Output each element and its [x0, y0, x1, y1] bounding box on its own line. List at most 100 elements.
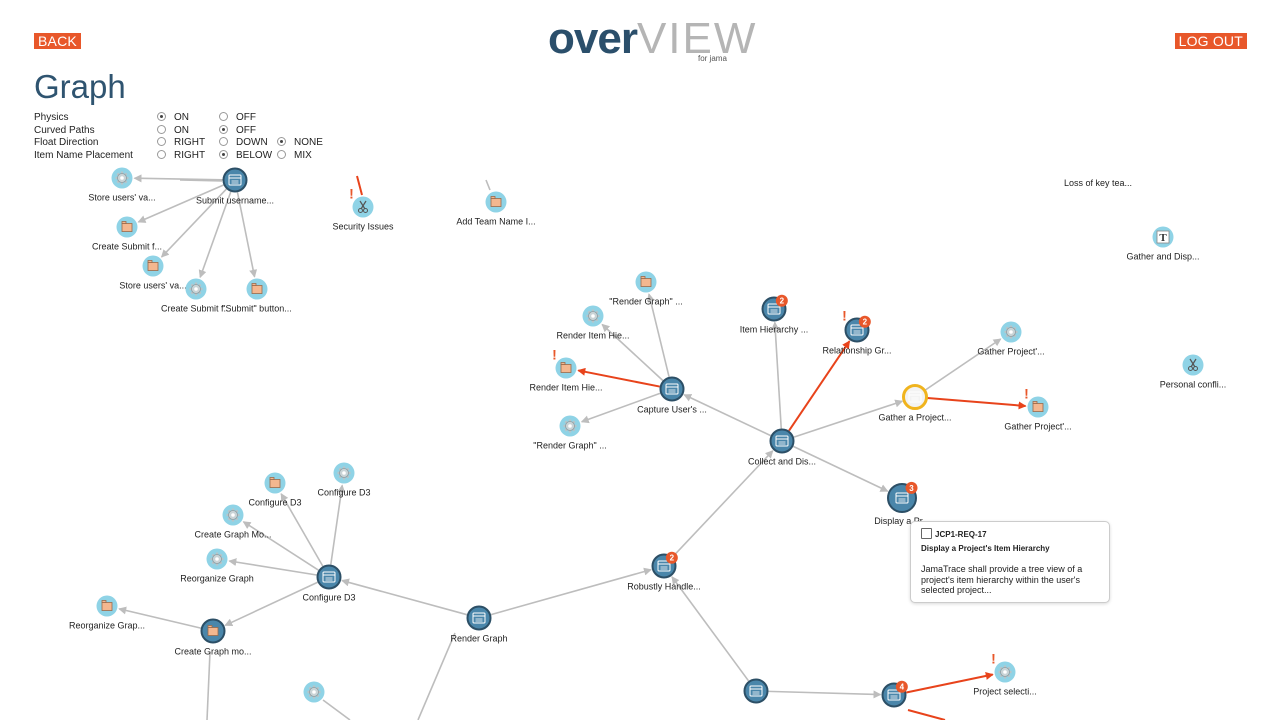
node-badge	[895, 680, 908, 693]
graph-node[interactable]: "Render Graph" ...	[533, 415, 607, 451]
node-label: "Submit" button...	[222, 304, 291, 314]
graph-node[interactable]: "Submit" button...	[222, 278, 292, 314]
graph-node[interactable]: Configure D3	[248, 472, 302, 508]
graph-node[interactable]: Create Submit f...	[161, 278, 231, 314]
node-label: Gather Project'...	[1004, 422, 1071, 432]
graph-node[interactable]: Render Item Hie...	[556, 305, 630, 341]
setting-radio-option[interactable]: RIGHT	[157, 136, 205, 149]
graph-node[interactable]: Collect and Dis...	[748, 428, 816, 467]
node-label: "Render Graph" ...	[609, 297, 682, 307]
radio-button[interactable]	[157, 150, 166, 160]
radio-button[interactable]	[157, 137, 166, 147]
setting-radio-option[interactable]: DOWN	[219, 136, 268, 149]
folder-icon	[269, 477, 281, 488]
radio-button[interactable]	[157, 112, 166, 121]
logo-view: VIEW	[636, 14, 758, 63]
radio-button[interactable]	[219, 137, 228, 147]
graph-node[interactable]: 2!Relationship Gr...	[822, 308, 891, 356]
node-badge-count: 3	[909, 484, 914, 493]
node-badge	[905, 481, 918, 494]
graph-edge-alert	[927, 397, 1027, 410]
alert-icon: !	[552, 347, 557, 363]
folder-icon	[640, 276, 652, 287]
node-label: Display a Pr...	[874, 516, 930, 526]
graph-node[interactable]: Capture User's ...	[637, 376, 707, 415]
requirement-icon	[657, 560, 671, 572]
gear-icon	[586, 309, 600, 323]
graph-node[interactable]: Loss of key tea...	[1064, 178, 1132, 188]
graph-edge	[646, 293, 670, 378]
graph-node[interactable]: Configure D3	[302, 564, 356, 603]
node-label: Gather and Disp...	[1126, 252, 1199, 262]
graph-edge	[683, 394, 772, 437]
graph-node[interactable]: !Render Item Hie...	[529, 347, 602, 393]
radio-button[interactable]	[277, 137, 286, 147]
radio-button[interactable]	[219, 112, 228, 121]
graph-node[interactable]: Gather Project'...	[977, 321, 1045, 357]
graph-edge	[671, 576, 750, 682]
page-title: Graph	[34, 68, 126, 105]
graph-node[interactable]: Create Graph mo...	[174, 618, 252, 657]
requirement-icon	[908, 391, 922, 403]
setting-radio-option[interactable]: ON	[157, 124, 189, 137]
node-label: Store users' va...	[119, 281, 186, 291]
graph-node[interactable]: !Gather Project'...	[1004, 386, 1071, 432]
node-label: Store users' va...	[88, 193, 155, 203]
logout-button[interactable]: LOG OUT	[1174, 33, 1247, 49]
gear-icon	[115, 171, 129, 185]
radio-button[interactable]	[219, 150, 228, 160]
setting-radio-option[interactable]: BELOW	[219, 149, 272, 162]
gear-icon	[307, 685, 321, 699]
graph-node[interactable]: !Project selecti...	[973, 651, 1037, 697]
graph-node[interactable]: Create Graph Mo...	[194, 504, 272, 540]
setting-radio-option[interactable]: OFF	[219, 124, 256, 137]
graph-node[interactable]: Add Team Name I...	[456, 191, 536, 227]
back-button[interactable]: BACK	[34, 33, 81, 49]
graph-node[interactable]: !Security Issues	[332, 186, 394, 232]
setting-label: Float Direction	[34, 137, 99, 149]
node-label: Reorganize Graph	[180, 574, 254, 584]
node-label: Add Team Name I...	[456, 217, 535, 227]
requirement-icon	[887, 689, 901, 701]
setting-radio-option[interactable]: MIX	[277, 149, 312, 162]
graph-edge	[671, 450, 774, 558]
graph-node[interactable]: 4	[881, 680, 908, 708]
setting-radio-option[interactable]: OFF	[219, 111, 256, 124]
graph-node[interactable]	[743, 678, 769, 704]
graph-node[interactable]: Reorganize Grap...	[69, 595, 145, 631]
graph-node[interactable]: Configure D3	[317, 462, 371, 498]
folder-icon	[490, 196, 502, 207]
radio-button[interactable]	[157, 124, 166, 134]
logo-over: over	[548, 14, 638, 63]
requirement-icon	[850, 324, 864, 336]
graph-node[interactable]: Render Graph	[450, 605, 508, 644]
graph-edge	[224, 581, 319, 627]
graph-edge-partial	[322, 699, 351, 720]
node-label: Collect and Dis...	[748, 457, 816, 467]
graph-node[interactable]: Submit username...	[196, 167, 274, 206]
node-circle	[222, 167, 248, 193]
graph-node[interactable]: Store users' va...	[88, 167, 156, 203]
radio-button[interactable]	[277, 150, 286, 160]
graph-node[interactable]: Gather a Project...	[878, 384, 952, 423]
setting-radio-option[interactable]: ON	[157, 111, 189, 124]
node-label: Create Submit f...	[161, 304, 231, 314]
graph-node[interactable]: Store users' va...	[119, 255, 187, 291]
setting-label: Physics	[34, 112, 69, 123]
graph-edge	[768, 690, 882, 699]
graph-node[interactable]: Reorganize Graph	[180, 548, 254, 584]
radio-button[interactable]	[219, 124, 228, 134]
node-circle	[316, 564, 342, 590]
graph-node[interactable]: Create Submit f...	[92, 216, 162, 252]
graph-node[interactable]: Personal confli...	[1160, 354, 1227, 390]
requirement-icon	[749, 685, 763, 697]
graph-node[interactable]	[303, 681, 325, 703]
graph-node[interactable]: "Render Graph" ...	[609, 271, 683, 307]
setting-radio-option[interactable]: RIGHT	[157, 149, 205, 162]
setting-radio-option[interactable]: NONE	[277, 136, 323, 149]
graph-edge	[792, 445, 889, 492]
